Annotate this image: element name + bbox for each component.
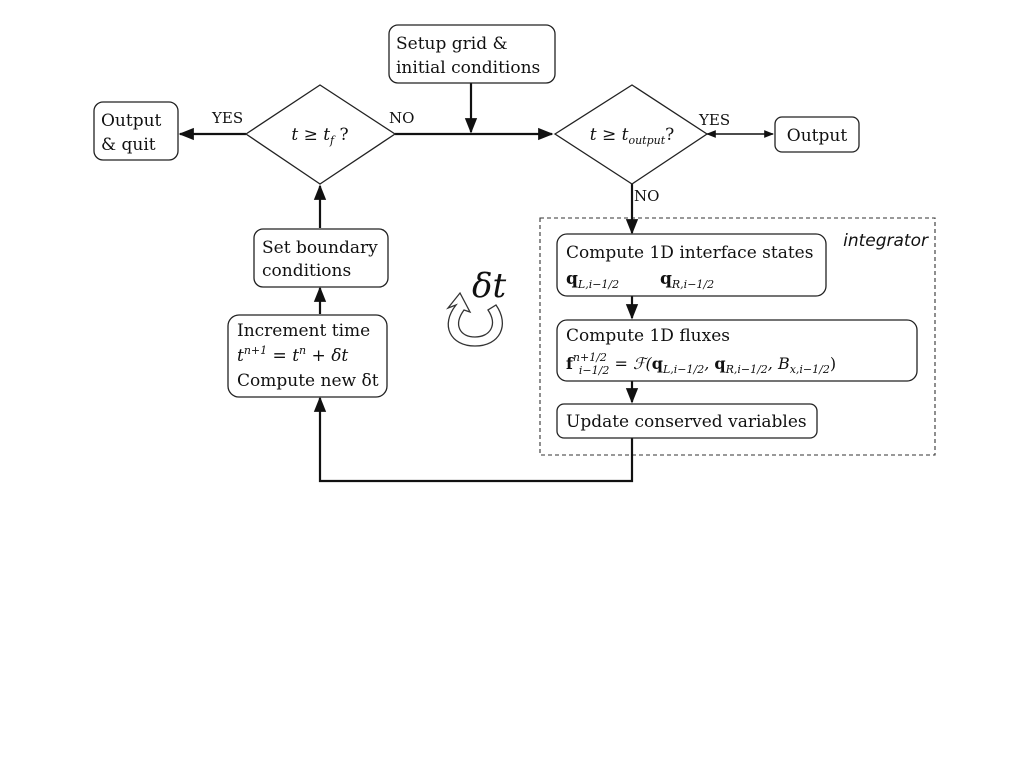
timestep-label: δt: [472, 266, 506, 306]
decision-final-time-text: t ≥ tf ?: [291, 125, 348, 147]
edge-loop-back: [313, 396, 634, 483]
boundary-line1: Set boundary: [262, 238, 378, 258]
increment-box: Increment time tn+1 = tn + δt Compute ne…: [227, 314, 388, 398]
output-label: Output: [787, 126, 848, 146]
boundary-box: Set boundary conditions: [253, 228, 389, 288]
fluxes-line1: Compute 1D fluxes: [566, 326, 730, 346]
interface-qL: qL,i−1/2: [566, 269, 619, 291]
increment-equation: tn+1 = tn + δt: [237, 344, 348, 366]
edge-label-yes-left: YES: [211, 109, 243, 127]
setup-box: Setup grid & initial conditions: [388, 24, 556, 84]
increment-line3: Compute new δt: [237, 371, 379, 391]
integrator-label: integrator: [843, 231, 929, 251]
loop-arrow-icon: [446, 291, 503, 347]
decision-output-time: t ≥ toutput?: [553, 84, 709, 185]
output-quit-line1: Output: [101, 111, 162, 131]
output-box: Output: [774, 116, 860, 153]
interface-line1: Compute 1D interface states: [566, 243, 813, 263]
decision-output-time-text: t ≥ toutput?: [590, 125, 675, 147]
update-box: Update conserved variables: [556, 403, 818, 439]
interface-box: Compute 1D interface states qL,i−1/2 qR,…: [556, 233, 827, 297]
output-quit-box: Output & quit: [93, 101, 179, 161]
output-quit-line2: & quit: [101, 135, 156, 155]
edge-label-no-right: NO: [389, 109, 414, 127]
interface-qR: qR,i−1/2: [660, 269, 714, 291]
timestep-symbol: δt: [446, 266, 506, 347]
connectors: [178, 83, 774, 483]
edge-label-yes-right: YES: [698, 111, 730, 129]
integrator-region: [539, 217, 936, 456]
update-label: Update conserved variables: [566, 412, 807, 432]
boundary-line2: conditions: [262, 261, 351, 281]
setup-line2: initial conditions: [396, 58, 540, 78]
setup-line1: Setup grid &: [396, 34, 508, 54]
edge-label-no-down: NO: [634, 187, 659, 205]
decision-final-time: t ≥ tf ?: [244, 84, 397, 185]
increment-line1: Increment time: [237, 321, 370, 341]
